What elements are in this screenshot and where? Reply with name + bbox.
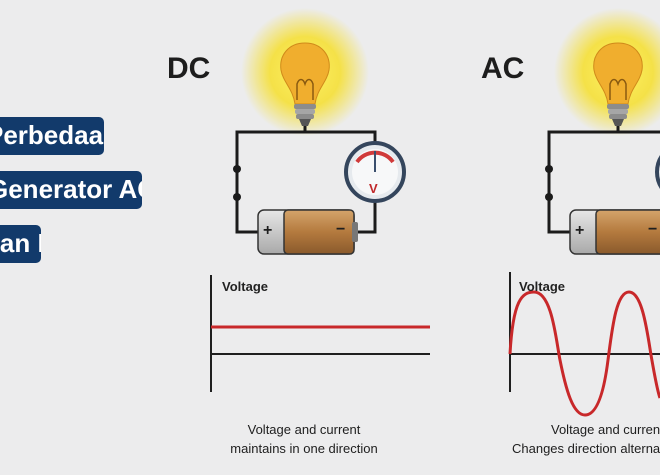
- ac-battery-plus: +: [575, 222, 585, 239]
- ac-graph-axis-label: Voltage: [519, 279, 565, 294]
- dc-caption: Voltage and current maintains in one dir…: [209, 420, 399, 458]
- dc-junction-dot: [233, 165, 241, 173]
- dc-meter-symbol: V: [369, 181, 378, 196]
- ac-battery-icon: [569, 209, 660, 255]
- ac-voltage-wave: [508, 290, 660, 417]
- ac-caption-line-2: Changes direction alternately: [512, 441, 660, 456]
- ac-battery-minus: −: [648, 221, 658, 238]
- ac-wire-left: [547, 126, 620, 234]
- ac-caption-line-1: Voltage and current: [551, 422, 660, 437]
- dc-circuit: [210, 8, 430, 392]
- ac-caption: Voltage and current Changes direction al…: [512, 420, 660, 458]
- dc-heading: DC: [167, 52, 211, 85]
- title-line-1: Perbedaan: [0, 117, 104, 155]
- title-line-2: Generator AC: [0, 171, 142, 209]
- ac-junction-dot: [545, 193, 553, 201]
- ac-meter-icon: [655, 155, 660, 189]
- dc-wire-right-top: [305, 130, 377, 145]
- dc-battery-icon: [257, 209, 358, 255]
- dc-wire-left: [235, 126, 307, 234]
- dc-junction-dot: [233, 193, 241, 201]
- dc-battery-plus: +: [263, 222, 273, 239]
- ac-light-bulb-icon: [593, 42, 643, 126]
- title-line-3: dan DC: [0, 225, 41, 263]
- dc-caption-line-1: Voltage and current: [247, 422, 361, 437]
- ac-circuit: [508, 8, 660, 417]
- dc-light-bulb-icon: [280, 42, 330, 126]
- dc-caption-line-2: maintains in one direction: [230, 441, 378, 456]
- ac-heading: AC: [481, 52, 525, 85]
- ac-junction-dot: [545, 165, 553, 173]
- dc-graph-axis-label: Voltage: [222, 279, 268, 294]
- dc-voltmeter-icon: [344, 141, 406, 203]
- dc-wire-right-bottom: [352, 199, 377, 234]
- dc-battery-minus: −: [336, 221, 346, 238]
